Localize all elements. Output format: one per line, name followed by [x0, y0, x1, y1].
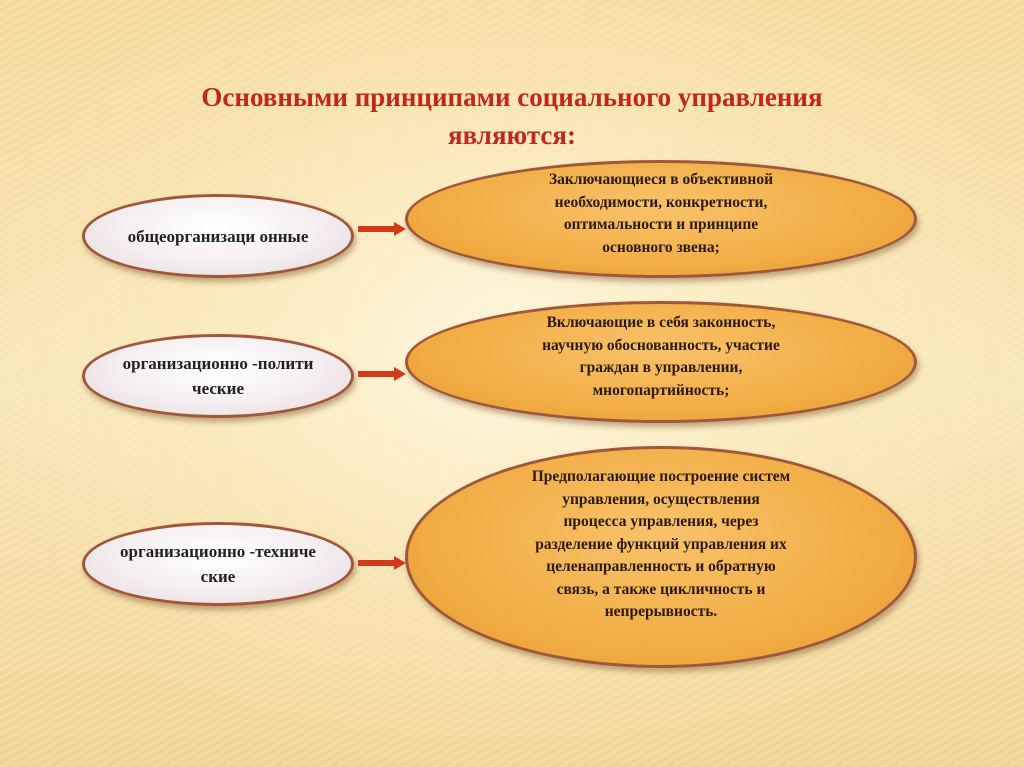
principle-description-oval-1: Заключающиеся в объективной необходимост…	[405, 160, 917, 278]
principle-name-1: общеорганизаци онные	[127, 226, 309, 246]
principle-description-oval-3: Предполагающие построение систем управле…	[405, 446, 917, 668]
principle-name-oval-3: организационно -технические	[82, 522, 354, 606]
principle-1-line: оптимальности и принципе	[563, 216, 759, 233]
principle-1-line: Заключающиеся в объективной	[548, 171, 774, 188]
principle-3-line: целенаправленность и обратную	[546, 558, 776, 576]
principle-2-line: научную обоснованность, участие	[542, 336, 780, 354]
principle-name-oval-2: организационно -политические	[82, 334, 354, 418]
principle-1-line: необходимости, конкретности,	[554, 193, 768, 211]
connector-arrow-3	[358, 556, 406, 570]
principle-name-3: организационно -технические	[120, 542, 316, 586]
principle-name-oval-1: общеорганизаци онные	[82, 194, 354, 278]
principle-description-2: Включающие в себя законность, научную об…	[542, 312, 780, 402]
principle-description-3: Предполагающие построение систем управле…	[532, 466, 791, 624]
principle-2-line: граждан в управлении,	[579, 359, 743, 376]
title-line-1: Основными принципами социального управле…	[201, 82, 823, 112]
title-line-2: являются:	[447, 120, 577, 150]
principle-2-line: многопартийность;	[592, 381, 730, 399]
principle-3-line: процесса управления, через	[563, 513, 759, 531]
principle-3-line: управления, осуществления	[562, 490, 760, 508]
principle-3-line: непрерывность.	[604, 603, 718, 621]
slide-title: Основными принципами социального управле…	[0, 78, 1024, 154]
principle-3-line: связь, а также цикличность и	[556, 580, 766, 598]
principle-1-line: основного звена;	[602, 238, 720, 256]
principle-name-2: организационно -политические	[122, 354, 314, 398]
principle-3-line: Предполагающие построение систем	[531, 468, 791, 486]
principle-2-line: Включающие в себя законность,	[546, 314, 776, 331]
principle-description-1: Заключающиеся в объективной необходимост…	[549, 169, 773, 259]
connector-arrow-2	[358, 367, 406, 381]
principle-3-line: разделение функций управления их	[535, 535, 787, 553]
principle-description-oval-2: Включающие в себя законность, научную об…	[405, 301, 917, 423]
connector-arrow-1	[358, 222, 406, 236]
